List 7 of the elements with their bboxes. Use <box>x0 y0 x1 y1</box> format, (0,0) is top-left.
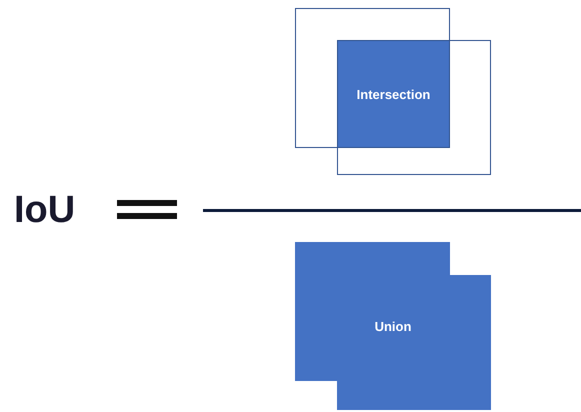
union-area <box>295 242 491 410</box>
area-label: Intersection <box>356 86 430 102</box>
formula-term: IoU <box>14 188 76 232</box>
bounding-box <box>295 8 450 148</box>
area-label: Union <box>374 318 412 334</box>
intersection-area <box>337 40 450 148</box>
bounding-box <box>337 40 491 175</box>
